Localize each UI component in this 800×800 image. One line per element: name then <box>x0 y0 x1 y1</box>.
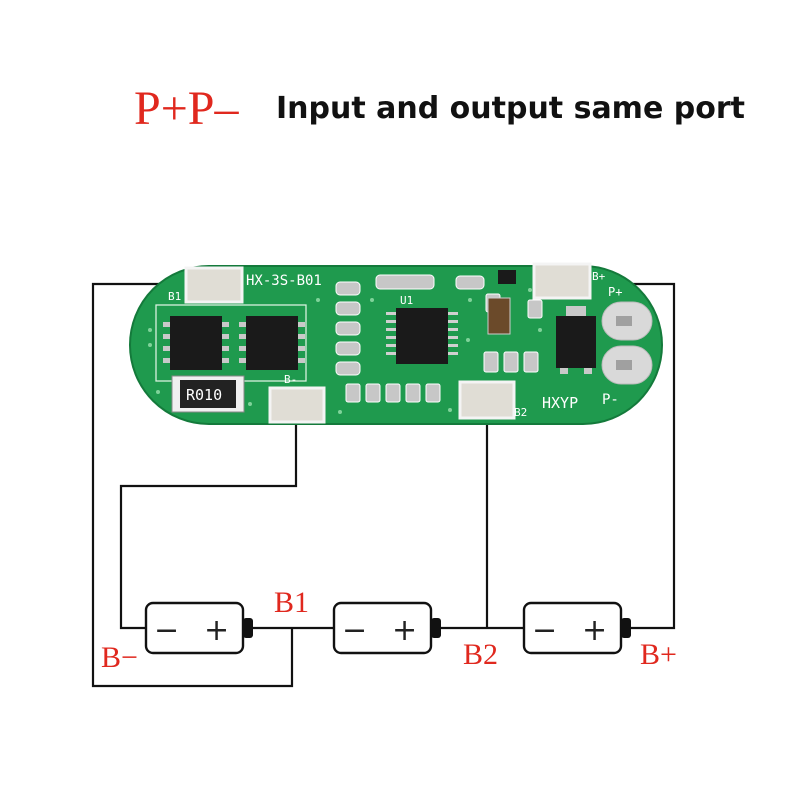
pcb-model: HX-3S-B01 <box>246 273 322 289</box>
wire-label-b-plus: B+ <box>640 638 677 671</box>
pcb-label-p-minus: P- <box>602 392 619 408</box>
battery-plus-sign: + <box>582 613 607 648</box>
wire-label-b-minus: B− <box>101 641 138 674</box>
wire-label-b1: B1 <box>274 586 309 619</box>
pcb-label-b2: B2 <box>514 406 527 419</box>
solder-pads <box>184 262 592 424</box>
battery-minus-sign: − <box>532 613 557 648</box>
pcb-label-b1: B1 <box>168 290 181 303</box>
pp-label: P+P– <box>134 82 239 135</box>
pcb-brand: HXYP <box>542 394 578 412</box>
shunt-resistor: R010 <box>171 375 245 413</box>
battery-3: − + <box>522 601 631 655</box>
header-title: Input and output same port <box>276 91 745 126</box>
ic-label: U1 <box>400 294 413 307</box>
wire-label-b2: B2 <box>463 638 498 671</box>
protection-ic: U1 <box>386 294 458 364</box>
battery-minus-sign: − <box>342 613 367 648</box>
wire-b1 <box>91 282 294 688</box>
pad-b-minus <box>268 386 326 424</box>
pad-b2 <box>458 380 516 420</box>
battery-plus-sign: + <box>204 613 229 648</box>
capacitor <box>487 297 511 335</box>
pad-b1 <box>184 266 244 304</box>
battery-2: − + <box>332 601 441 655</box>
resistor-code: R010 <box>186 386 222 404</box>
pad-b-plus <box>532 262 592 300</box>
output-mosfet <box>556 306 596 374</box>
pcb-label-b-plus: B+ <box>592 270 606 283</box>
battery-minus-sign: − <box>154 613 179 648</box>
transistor <box>498 270 516 284</box>
battery-1: − + <box>144 601 253 655</box>
mosfet-1 <box>163 316 229 370</box>
pcb-board: R010 U1 <box>129 262 663 425</box>
wire-b-minus <box>119 410 298 630</box>
mosfet-2 <box>239 316 305 370</box>
pcb-label-p-plus: P+ <box>608 285 622 299</box>
vias <box>148 288 542 414</box>
pcb-label-b-minus: B- <box>284 373 297 386</box>
battery-plus-sign: + <box>392 613 417 648</box>
output-pads <box>601 301 653 385</box>
